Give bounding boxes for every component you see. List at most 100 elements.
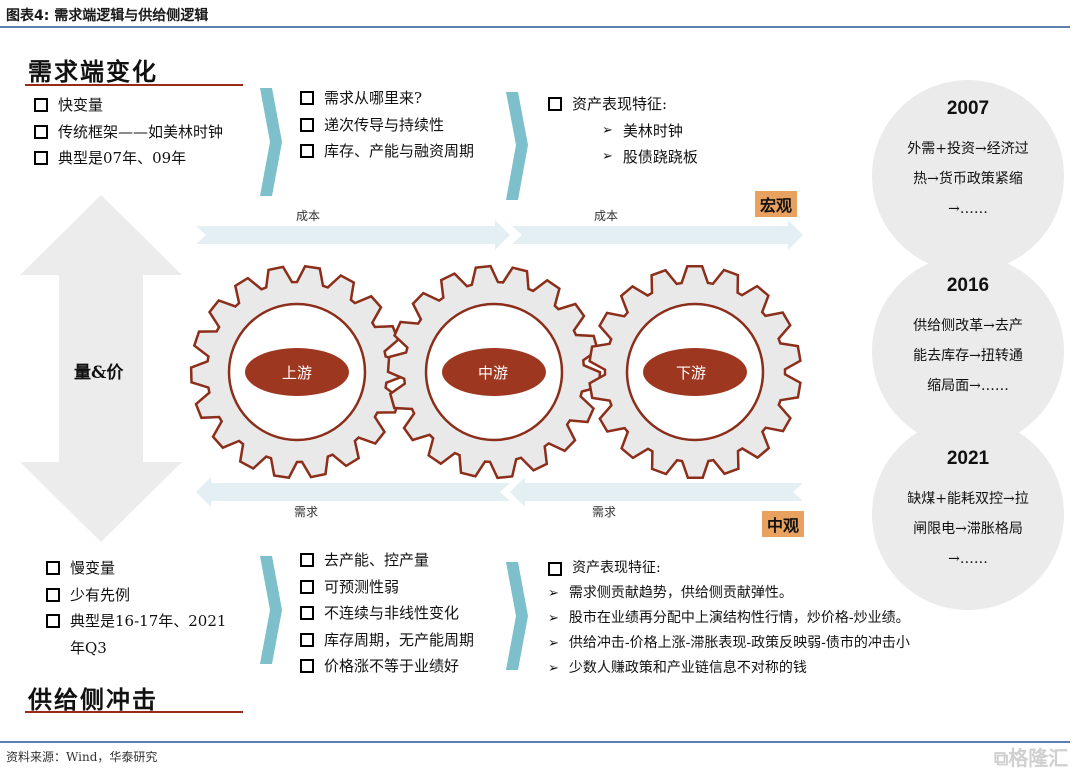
chevron-icon xyxy=(260,88,282,196)
macro-tag: 宏观 xyxy=(755,191,798,217)
list-item: 递次传导与持续性 xyxy=(300,112,474,139)
checkbox-bullet-icon xyxy=(34,124,48,139)
cost-label: 成本 xyxy=(594,209,619,223)
list-item: 少有先例 xyxy=(46,582,226,609)
volume-price-double-arrow xyxy=(20,195,182,542)
list-item-text: 少数人赚政策和产业链信息不对称的钱 xyxy=(568,660,807,676)
demand-left-list: 快变量 传统框架——如美林时钟 典型是07年、09年 xyxy=(34,92,223,172)
circle-year: 2016 xyxy=(946,275,990,296)
list-item-text: 库存周期，无产能周期 xyxy=(324,630,475,649)
list-item: ➢ 少数人赚政策和产业链信息不对称的钱 xyxy=(548,656,910,681)
list-item: 慢变量 xyxy=(46,555,226,582)
circle-year: 2007 xyxy=(946,98,990,119)
gear-midstream-label-ellipse xyxy=(442,348,546,396)
watermark-logo: ⧉格隆汇 xyxy=(994,742,1068,771)
list-item-text: 美林时钟 xyxy=(622,121,683,140)
case-circle-2016: 2016 供给侧改革→去产能去库存→扭转通缩局面→…… xyxy=(872,255,1064,447)
list-item: ➢美林时钟 xyxy=(548,118,698,145)
list-item-text: 递次传导与持续性 xyxy=(324,115,445,134)
checkbox-bullet-icon xyxy=(300,144,314,159)
circle-line: →…… xyxy=(948,551,988,567)
circle-line: 闸限电→滞胀格局 xyxy=(913,521,1023,537)
case-circle-2021: 2021 缺煤+能耗双控→拉闸限电→滞胀格局 →…… xyxy=(872,418,1064,610)
cost-arrow xyxy=(512,220,803,250)
list-item-text: 股债跷跷板 xyxy=(622,148,698,166)
list-item-text: 不连续与非线性变化 xyxy=(324,604,460,622)
checkbox-bullet-icon xyxy=(46,561,60,576)
list-item: ➢ 股债跷跷板 xyxy=(548,144,698,171)
supply-right-list: 资产表现特征: ➢需求侧贡献趋势，供给侧贡献弹性。 ➢ 股市在业绩再分配中上演结构… xyxy=(548,556,910,681)
list-item-text: 价格涨不等于业绩好 xyxy=(324,657,460,675)
list-heading-text: 资产表现特征: xyxy=(572,560,661,576)
checkbox-bullet-icon xyxy=(300,632,314,647)
list-item-text: 快变量 xyxy=(58,96,104,114)
checkbox-bullet-icon xyxy=(46,614,60,629)
list-item-text: 供给冲击-价格上涨-滞胀表现-政策反映弱-债市的冲击小 xyxy=(568,635,910,651)
checkbox-bullet-icon xyxy=(300,606,314,621)
list-item: 库存、产能与融资周期 xyxy=(300,138,474,165)
list-item-text: 股市在业绩再分配中上演结构性行情，炒价格-炒业绩。 xyxy=(568,610,910,626)
list-item: 年Q3 xyxy=(46,635,226,662)
list-item-text: 年Q3 xyxy=(70,638,107,657)
checkbox-bullet-icon xyxy=(548,561,562,576)
chevron-icon xyxy=(506,92,528,200)
list-item: 去产能、控产量 xyxy=(300,547,474,574)
arrow-bullet-icon: ➢ xyxy=(548,636,559,651)
list-item: 快变量 xyxy=(34,92,223,119)
demand-right-list: 资产表现特征: ➢美林时钟 ➢ 股债跷跷板 xyxy=(548,91,698,171)
list-item: 传统框架——如美林时钟 xyxy=(34,119,223,146)
arrow-bullet-icon: ➢ xyxy=(548,661,559,676)
list-item: 库存周期，无产能周期 xyxy=(300,627,474,654)
circle-text: 外需+投资→经济过热→货币政策紧缩→…… xyxy=(872,134,1064,224)
list-item-text: 慢变量 xyxy=(70,559,116,577)
list-item: ➢ 股市在业绩再分配中上演结构性行情，炒价格-炒业绩。 xyxy=(548,606,910,631)
list-item-text: 传统框架——如美林时钟 xyxy=(58,122,224,141)
demand-label: 需求 xyxy=(592,505,617,519)
checkbox-bullet-icon xyxy=(300,553,314,568)
supply-title-underline xyxy=(25,711,243,713)
list-heading: 资产表现特征: xyxy=(548,556,910,581)
watermark-text: 格隆汇 xyxy=(1008,746,1069,770)
cost-arrow xyxy=(196,220,510,250)
demand-arrow xyxy=(196,477,510,507)
chevron-icon xyxy=(506,562,528,670)
circle-line: 缺煤+能耗双控→拉 xyxy=(907,491,1029,507)
list-item-text: 可预测性弱 xyxy=(324,577,400,596)
arrow-bullet-icon: ➢ xyxy=(602,149,613,164)
chevron-icon xyxy=(260,556,282,664)
gear-label-upstream: 上游 xyxy=(281,364,312,382)
demand-title-underline xyxy=(25,84,243,86)
list-item: 价格涨不等于业绩好 xyxy=(300,653,474,680)
list-item-text: 去产能、控产量 xyxy=(324,551,430,569)
demand-arrow xyxy=(510,477,803,507)
gear-label-midstream: 中游 xyxy=(477,364,508,382)
checkbox-bullet-icon xyxy=(46,587,60,602)
meso-tag: 中观 xyxy=(762,511,805,537)
list-item-text: 少有先例 xyxy=(70,585,131,604)
gear-label-downstream: 下游 xyxy=(675,364,706,382)
demand-label: 需求 xyxy=(294,505,319,519)
arrow-bullet-icon: ➢ xyxy=(548,586,559,601)
list-heading-text: 资产表现特征: xyxy=(572,95,668,113)
supply-left-list: 慢变量 少有先例 典型是16-17年、2021 年Q3 xyxy=(46,555,226,661)
supply-middle-list: 去产能、控产量 可预测性弱 不连续与非线性变化 库存周期，无产能周期 价格涨不等… xyxy=(300,547,474,680)
list-item-text: 库存、产能与融资周期 xyxy=(324,142,475,160)
checkbox-bullet-icon xyxy=(548,97,562,112)
demand-section-title: 需求端变化 xyxy=(28,57,158,86)
checkbox-bullet-icon xyxy=(300,117,314,132)
footer-divider xyxy=(0,741,1070,743)
checkbox-bullet-icon xyxy=(300,579,314,594)
arrow-bullet-icon: ➢ xyxy=(548,611,559,626)
circle-year: 2021 xyxy=(946,448,990,469)
checkbox-bullet-icon xyxy=(34,98,48,113)
circle-text: 供给侧改革→去产能去库存→扭转通缩局面→…… xyxy=(872,311,1064,401)
demand-middle-list: 需求从哪里来? 递次传导与持续性 库存、产能与融资周期 xyxy=(300,85,474,165)
source-note: 资料来源：Wind，华泰研究 xyxy=(6,750,158,764)
list-item: 可预测性弱 xyxy=(300,574,474,601)
list-item: 不连续与非线性变化 xyxy=(300,600,474,627)
list-item-text: 需求从哪里来? xyxy=(324,89,423,107)
list-item: ➢ 供给冲击-价格上涨-滞胀表现-政策反映弱-债市的冲击小 xyxy=(548,631,910,656)
list-item: ➢需求侧贡献趋势，供给侧贡献弹性。 xyxy=(548,581,910,606)
list-item: 典型是16-17年、2021 xyxy=(46,608,226,635)
